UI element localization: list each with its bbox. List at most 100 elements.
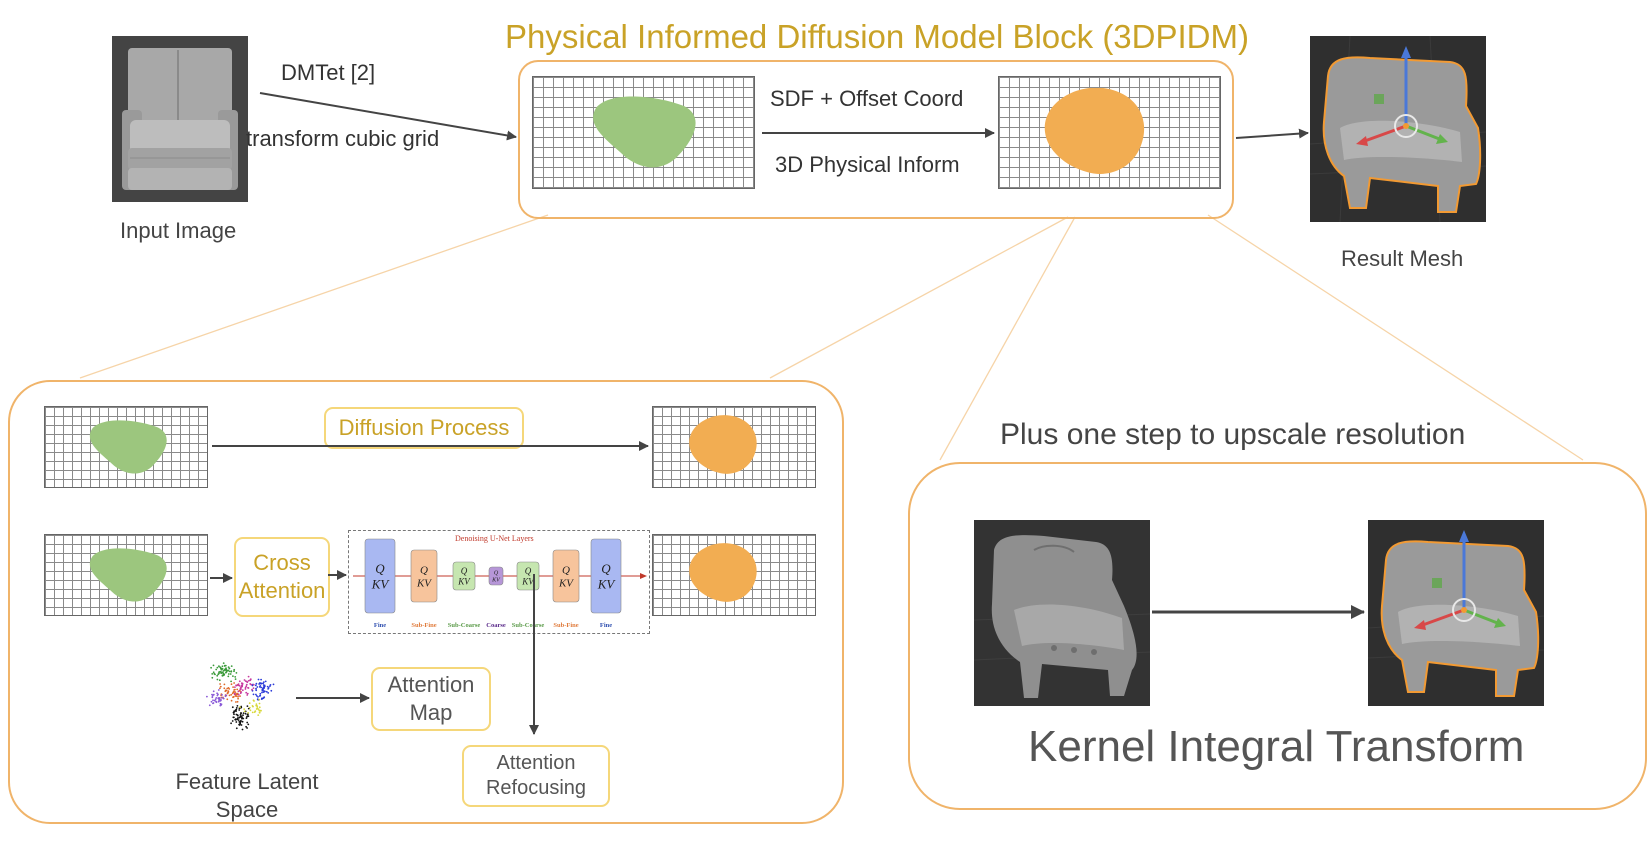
latent-point [225,689,227,692]
latent-point [230,670,233,673]
latent-point [239,695,241,697]
latent-point [260,709,262,712]
latent-point [218,679,221,682]
latent-point [240,724,243,726]
latent-point [247,723,250,726]
latent-point [245,717,248,719]
unet-block-kv: KV [491,578,501,584]
latent-point [234,719,237,721]
latent-point [227,690,230,692]
unet-block-q: Q [525,566,532,576]
latent-point [240,712,242,715]
unet-block-q: Q [494,571,499,577]
latent-point [258,702,261,705]
latent-point [263,684,266,687]
latent-point [252,687,255,689]
latent-point [261,691,263,694]
latent-point [217,697,220,700]
latent-point [239,706,241,709]
latent-point [249,678,252,681]
latent-point [267,692,270,694]
latent-point [212,664,215,667]
latent-point [211,673,214,675]
latent-point [244,688,247,690]
latent-point [240,716,242,718]
latent-point [237,717,239,720]
latent-point [215,668,218,671]
latent-point [254,710,257,713]
latent-point [206,695,208,698]
latent-point [237,693,240,696]
latent-point [232,691,235,694]
latent-point [264,680,267,683]
latent-point [227,666,230,668]
latent-point [257,696,259,698]
latent-point [219,702,222,705]
latent-point [212,702,214,705]
latent-point [246,705,249,707]
latent-point [241,720,244,723]
latent-point [263,696,266,699]
latent-point [242,712,245,714]
latent-point [237,719,240,721]
latent-point [230,680,232,683]
latent-point [245,685,248,688]
latent-point [219,685,222,688]
sdf-offset-label: SDF + Offset Coord [770,86,964,111]
unet-block-label: Sub-Coarse [448,622,481,629]
latent-point [252,693,255,696]
latent-point [236,700,239,703]
latent-point [210,666,212,669]
latent-point [223,687,226,690]
latent-point [228,667,231,670]
latent-point [259,694,262,697]
latent-point [208,704,211,707]
latent-point [245,725,247,728]
latent-point [246,721,249,724]
latent-point [270,689,273,692]
coarse-mesh-viewport [974,520,1150,706]
latent-point [255,703,258,705]
latent-point [259,692,262,695]
latent-point [225,671,227,674]
latent-point [266,685,269,688]
latent-point [238,684,241,687]
latent-point [240,691,243,693]
latent-point [233,682,235,684]
latent-point [242,717,245,720]
latent-point [233,716,235,719]
latent-point [241,717,243,720]
row1-green-blob [89,420,167,474]
latent-point [235,684,238,687]
latent-point [235,721,238,723]
latent-point [214,673,216,676]
latent-point [211,696,214,698]
latent-point [267,687,270,689]
latent-point [247,679,250,682]
latent-point [219,687,221,690]
latent-point [233,689,235,691]
latent-point [255,689,258,692]
latent-point [247,675,250,678]
latent-point [244,712,247,715]
latent-point [257,714,260,716]
latent-point [223,665,226,667]
unet-block-4 [488,566,504,586]
latent-point [238,680,241,683]
latent-point [246,680,248,683]
latent-point [233,670,235,673]
dmtet-label: DMTet [2] [281,60,376,85]
unet-block-label: Fine [600,622,612,629]
pidm-block [518,60,1234,219]
refined-mesh-viewport [1368,520,1544,706]
latent-point [215,701,218,704]
refined-mesh-render [1368,520,1544,706]
latent-point [230,722,232,725]
latent-point [228,670,231,673]
latent-point [221,696,224,699]
latent-point [246,694,249,696]
attention-refocusing-box: Attention Refocusing [462,745,610,807]
latent-point [232,711,235,714]
unet-title: Denoising U-Net Layers [455,534,534,543]
latent-point [262,681,265,683]
